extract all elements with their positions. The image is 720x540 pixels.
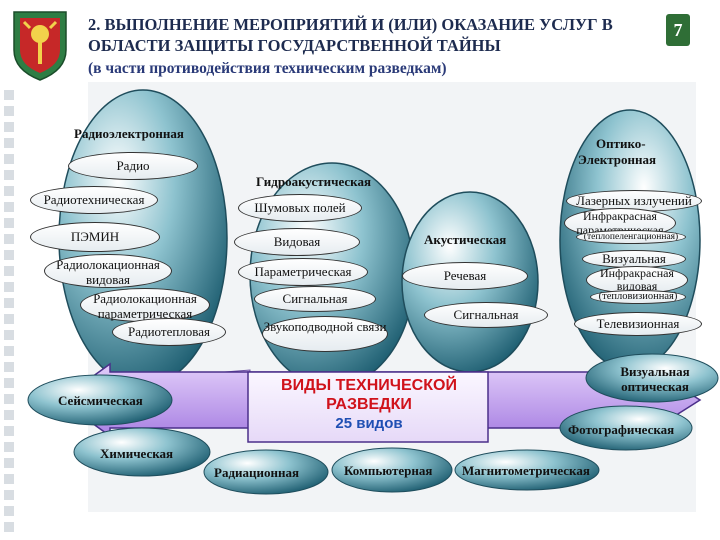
radiation-label: Радиационная [214,465,300,480]
television-pill: Телевизионная [574,312,702,336]
chemical-ellipse [73,427,211,477]
radiothermal-pill: Радиотепловая [112,318,226,346]
computer-label: Компьютерная [344,463,433,478]
optoelectronic-title-line2: Электронная [578,152,656,167]
radar-param-pill: Радиолокационная параметрическая [80,288,210,322]
photographic-label: Фотографическая [568,422,675,437]
thermovision-pill: (тепловизионная) [590,290,686,304]
acoustic-title: Акустическая [424,232,507,247]
pemin-pill: ПЭМИН [30,222,160,252]
magnetometric-label: Магнитометрическая [462,463,590,478]
slide-title: 2. ВЫПОЛНЕНИЕ МЕРОПРИЯТИЙ И (ИЛИ) ОКАЗАН… [88,14,668,56]
slide-number: 7 [666,14,690,46]
magnetometric-ellipse [454,449,600,491]
slide-title-line2: ОБЛАСТИ ЗАЩИТЫ ГОСУДАРСТВЕННОЙ ТАЙНЫ [88,36,501,55]
radar-visual-pill: Радиолокационная видовая [44,254,172,288]
laser-pill: Лазерных излучений [566,190,702,212]
hydroacoustic-title: Гидроакустическая [256,174,371,189]
photographic-ellipse [559,405,693,451]
seismic-ellipse [27,374,173,426]
central-title-line1: ВИДЫ ТЕХНИЧЕСКОЙ [281,377,457,394]
central-title-line2: РАЗВЕДКИ [326,396,412,413]
slide-title-line1: 2. ВЫПОЛНЕНИЕ МЕРОПРИЯТИЙ И (ИЛИ) ОКАЗАН… [88,15,613,34]
acoustic-signal-pill: Сигнальная [424,302,548,328]
hydro-visual-pill: Видовая [234,228,360,256]
hydro-signal-pill: Сигнальная [254,286,376,312]
computer-ellipse [331,447,453,493]
radiotechnical-pill: Радиотехническая [30,186,158,214]
slide-subtitle: (в части противодействия техническим раз… [88,60,447,77]
central-count: 25 видов [335,415,403,432]
visual-optical-label: Визуальная оптическая [620,364,690,394]
underwater-comm-pill: Звукоподводной связи [262,316,388,352]
central-title: ВИДЫ ТЕХНИЧЕСКОЙ РАЗВЕДКИ 25 видов [250,376,488,442]
hydro-param-pill: Параметрическая [238,258,368,286]
heat-direction-pill: (теплопеленгационная) [576,230,686,244]
seismic-label: Сейсмическая [58,393,143,408]
chemical-label: Химическая [100,446,174,461]
radiation-ellipse [203,449,329,495]
speech-pill: Речевая [402,262,528,290]
noise-fields-pill: Шумовых полей [238,194,362,222]
visual-optical-ellipse [585,353,719,403]
decorative-strip [0,80,18,540]
radio-pill: Радио [68,152,198,180]
radio-electronic-title: Радиоэлектронная [74,126,184,141]
emblem-icon [13,11,67,81]
visual-pill: Визуальная [582,250,686,268]
optoelectronic-title-line1: Оптико- [596,136,646,151]
central-box [247,371,489,443]
